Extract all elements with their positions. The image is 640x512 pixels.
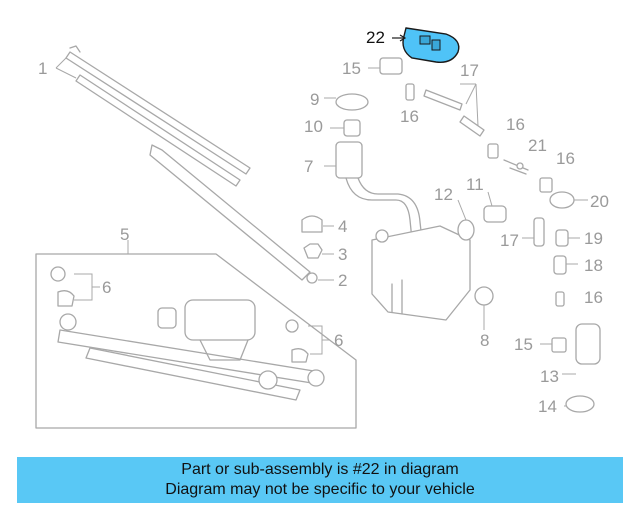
callout-7: 7 [304,157,314,176]
callout-2: 2 [338,271,348,290]
connector-part [368,57,403,75]
callout-11: 11 [466,175,484,194]
nut-8 [474,286,494,330]
callout-15: 15 [342,59,361,78]
banner-line-2: Diagram may not be specific to your vehi… [165,481,475,498]
callout-6: 6 [334,331,344,350]
callout-21: 21 [528,136,547,155]
nozzle-parts [405,83,565,307]
callout-16: 16 [584,288,603,307]
callout-13: 13 [540,367,559,386]
info-banner: Part or sub-assembly is #22 in diagram D… [17,457,623,503]
callout-1: 1 [38,59,48,78]
callout-6: 6 [102,278,112,297]
wiper-linkage-box [35,240,357,429]
wiper-arm [149,144,334,284]
banner-line-1: Part or sub-assembly is #22 in diagram [181,461,459,478]
hose-clip-part [503,159,529,175]
callout-3: 3 [338,245,348,264]
callout-12: 12 [434,185,453,204]
cap-nut-parts [301,215,334,259]
callout-14: 14 [538,397,557,416]
washer-hose [423,83,485,137]
callout-17: 17 [500,231,519,250]
callout-5: 5 [120,225,130,244]
callout-22: 22 [366,28,385,47]
washer-reservoir [324,141,471,321]
wiper-blade-assembly [55,45,251,187]
part-22-highlight [392,27,460,63]
washer-cap-parts [324,93,369,137]
callout-16: 16 [400,107,419,126]
callout-16: 16 [556,149,575,168]
parts-diagram [35,27,601,429]
callout-8: 8 [480,331,490,350]
callout-19: 19 [584,229,603,248]
callout-10: 10 [304,117,323,136]
callout-9: 9 [310,90,320,109]
washer-pump-parts [540,323,601,413]
pump-grommet-parts [457,191,507,241]
callout-16: 16 [506,115,525,134]
hose-joint-parts [522,217,580,275]
callout-20: 20 [590,192,609,211]
callout-15: 15 [514,335,533,354]
callout-18: 18 [584,256,603,275]
callout-17: 17 [460,61,479,80]
callout-4: 4 [338,217,348,236]
grommet-20 [549,191,588,209]
